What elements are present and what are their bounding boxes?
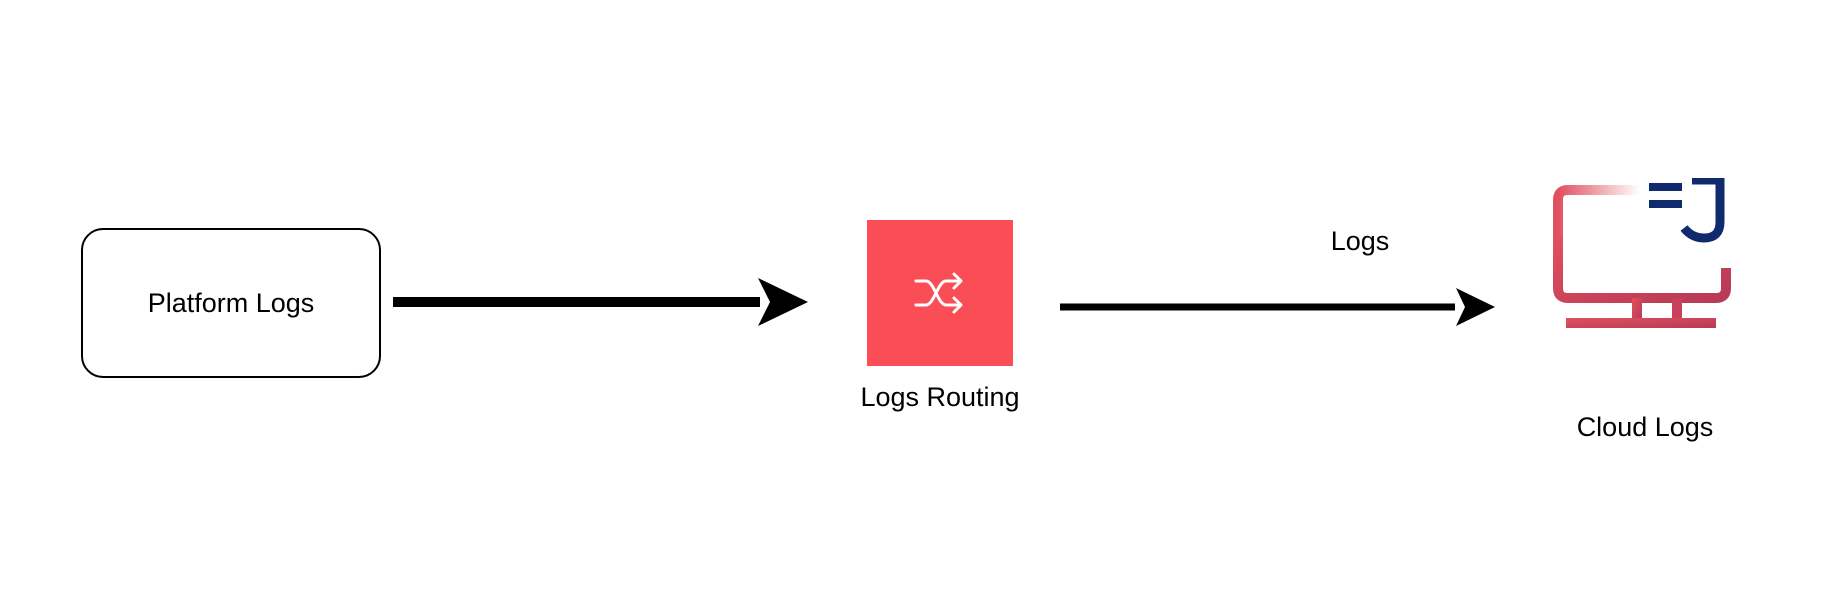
shuffle-icon <box>914 272 963 314</box>
logs-routing-label: Logs Routing <box>860 382 1020 412</box>
logs-routing-node[interactable] <box>867 220 1013 366</box>
monitor-logs-icon[interactable] <box>1548 178 1734 352</box>
cloud-logs-label: Cloud Logs <box>1576 412 1714 442</box>
arrow-routing-to-cloud <box>1060 288 1495 326</box>
arrow-platform-to-routing <box>393 278 808 326</box>
edge-label-logs: Logs <box>1330 226 1390 256</box>
platform-logs-node[interactable]: Platform Logs <box>81 228 381 378</box>
platform-logs-label: Platform Logs <box>147 287 315 318</box>
